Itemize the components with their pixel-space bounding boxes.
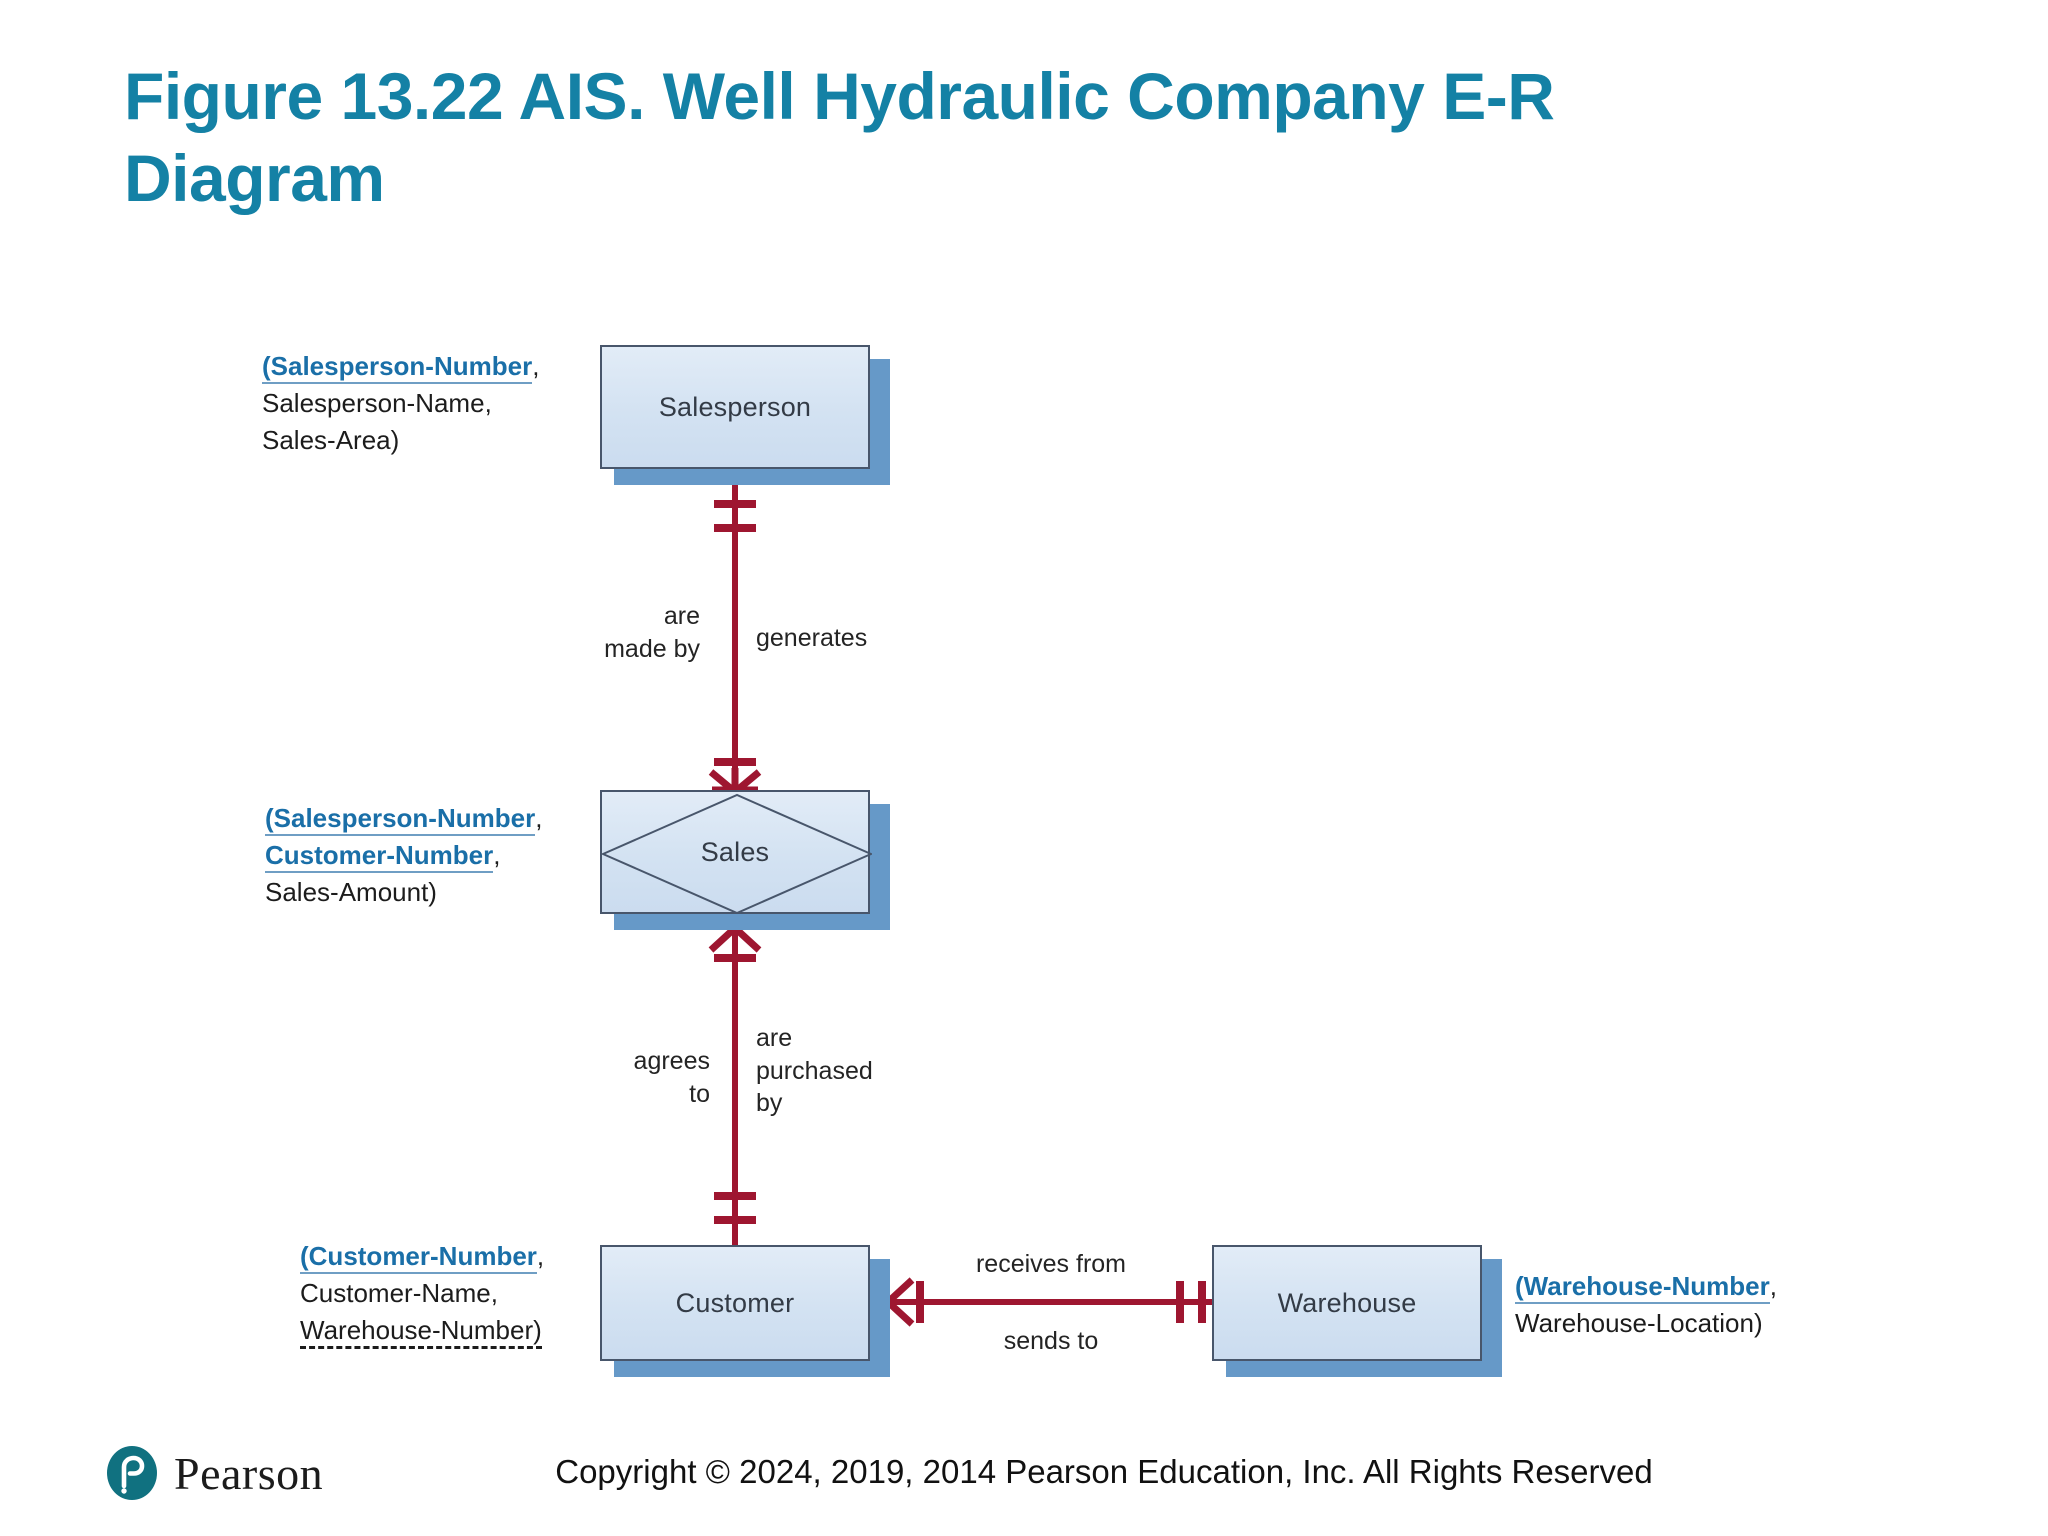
relationship-label-line: by [756, 1089, 783, 1117]
relationship-label-generates: generates [756, 622, 1036, 655]
relationship-label-line: are [663, 602, 700, 630]
diamond-outline [602, 793, 872, 915]
attributes-salesperson: (Salesperson-Number, Salesperson-Name, S… [262, 348, 539, 459]
attribute-text: Customer-Name [300, 1277, 491, 1308]
attribute-line: Warehouse-Number) [300, 1312, 544, 1349]
entity-warehouse[interactable]: Warehouse [1212, 1245, 1512, 1385]
entity-label-sales: Sales [700, 836, 770, 867]
connector-sales-customer [708, 925, 762, 1245]
relationship-label-line: receives from [975, 1250, 1127, 1278]
relationship-label-line: to [689, 1079, 710, 1108]
attribute-line: (Customer-Number, [300, 1238, 544, 1275]
connector-salesperson-sales [708, 478, 762, 795]
attribute-line: Customer-Name, [300, 1277, 498, 1308]
attribute-text: Salesperson-Name [262, 387, 485, 418]
relationship-label-line: are [756, 1024, 793, 1052]
primary-key-attribute: (Salesperson-Number [265, 803, 536, 836]
pearson-mark-icon [107, 1446, 157, 1500]
attribute-line: (Warehouse-Number, [1515, 1268, 1777, 1305]
attribute-line: Sales-Amount) [265, 874, 542, 911]
relationship-label-agrees-to: agrees to [440, 1045, 710, 1110]
connector-customer-warehouse [885, 1277, 1212, 1327]
attributes-sales: (Salesperson-Number, Customer-Number, Sa… [265, 800, 542, 911]
entity-customer[interactable]: Customer [600, 1245, 900, 1385]
footer: Pearson Copyright © 2024, 2019, 2014 Pea… [0, 1425, 2048, 1536]
attributes-warehouse: (Warehouse-Number, Warehouse-Location) [1515, 1268, 1777, 1342]
primary-key-attribute: (Salesperson-Number [262, 351, 533, 384]
attribute-line: Sales-Area) [262, 422, 539, 459]
entity-label-salesperson: Salesperson [658, 391, 812, 422]
relationship-label-receives-from: receives from [911, 1248, 1191, 1281]
attribute-line: (Salesperson-Number, [262, 348, 539, 385]
attribute-text: Warehouse-Location) [1515, 1307, 1763, 1338]
relationship-label-line: generates [756, 624, 868, 652]
entity-body: Sales [600, 790, 872, 915]
relationship-label-line: made by [604, 634, 700, 663]
pearson-logo: Pearson [104, 1445, 323, 1501]
primary-key-attribute: Customer-Number [265, 839, 494, 873]
entity-body: Customer [600, 1245, 870, 1361]
page-title: Figure 13.22 AIS. Well Hydraulic Company… [124, 59, 1555, 215]
pearson-wordmark: Pearson [174, 1447, 324, 1499]
attribute-line: Warehouse-Location) [1515, 1305, 1777, 1342]
entity-salesperson[interactable]: Salesperson [600, 345, 890, 485]
relationship-label-line: purchased [756, 1056, 873, 1085]
relationship-label-line: sends to [1003, 1327, 1099, 1355]
attribute-text: Sales-Area) [262, 424, 400, 455]
relationship-label-line: agrees [633, 1047, 710, 1075]
relationship-label-are-purchased-by: are purchased by [756, 1022, 1036, 1120]
relationship-label-are-made-by: are made by [430, 600, 700, 665]
primary-key-attribute: (Warehouse-Number [1515, 1271, 1770, 1304]
attribute-line: (Salesperson-Number, [265, 800, 542, 837]
entity-sales[interactable]: Sales [600, 790, 900, 940]
relationship-label-sends-to: sends to [911, 1325, 1191, 1358]
entity-label-customer: Customer [675, 1287, 795, 1318]
entity-label-warehouse: Warehouse [1277, 1287, 1417, 1318]
copyright-text: Copyright © 2024, 2019, 2014 Pearson Edu… [555, 1453, 1653, 1490]
attributes-customer: (Customer-Number, Customer-Name, Warehou… [300, 1238, 544, 1349]
attribute-text: Sales-Amount) [265, 876, 437, 907]
attribute-line: Customer-Number, [265, 837, 542, 874]
foreign-key-attribute: Warehouse-Number) [300, 1314, 542, 1349]
primary-key-attribute: (Customer-Number [300, 1241, 537, 1274]
attribute-line: Salesperson-Name, [262, 387, 492, 418]
entity-body: Warehouse [1212, 1245, 1482, 1361]
entity-body: Salesperson [600, 345, 870, 469]
